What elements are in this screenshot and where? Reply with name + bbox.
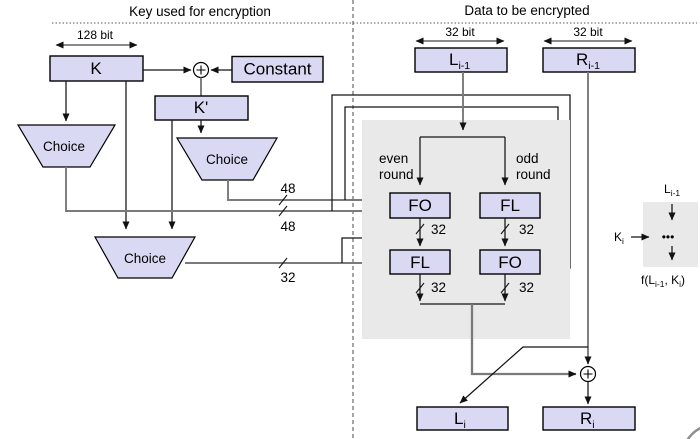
corner-decoration-arc	[686, 426, 700, 439]
round-function-region	[362, 120, 570, 339]
fl2-box	[389, 249, 451, 275]
measure-32bit-right-label: 32 bit	[573, 25, 603, 39]
measure-32bit-left-label: 32 bit	[445, 25, 475, 39]
fl2-label: FL	[410, 253, 430, 272]
fo1-box	[389, 192, 451, 219]
fo2-box	[479, 249, 541, 275]
wire-f-output-to-xor	[470, 304, 577, 378]
choice3-trapezoid	[93, 236, 197, 279]
odd-round-label-line2: round	[516, 167, 551, 182]
bus-width-tick-2	[278, 205, 288, 217]
even-round-label-line2: round	[379, 167, 414, 182]
xor-top-plus-icon	[196, 65, 206, 75]
r-out-box	[542, 406, 636, 431]
constant-box	[231, 55, 324, 83]
width-label-fo1-out: 32	[431, 222, 446, 237]
mini-output-label: f(Li-1, Ki)	[641, 273, 685, 289]
bus-width-tick-3	[278, 257, 288, 269]
choice3-label: Choice	[124, 251, 166, 266]
choice1-label: Choice	[43, 139, 85, 154]
bus3-width-label: 32	[280, 270, 295, 285]
r-out-label: Ri	[580, 409, 595, 431]
l-out-box	[416, 406, 509, 431]
key-k-label: K	[90, 59, 102, 78]
bus-choice1-48bit	[65, 167, 386, 215]
xor-bottom-plus-icon	[583, 369, 593, 379]
bus-width-tick-1	[278, 194, 288, 206]
key-k-box	[49, 55, 144, 82]
width-tick-fo2-out	[500, 282, 510, 294]
odd-round-label-line1: odd	[516, 151, 539, 166]
bus2-width-label: 48	[280, 219, 295, 234]
fl1-label: FL	[500, 196, 520, 215]
fo2-label: FO	[498, 253, 522, 272]
r-prev-box	[542, 47, 636, 73]
l-prev-label: Li-1	[449, 50, 470, 72]
measure-128bit-label: 128 bit	[77, 28, 114, 42]
bus-choice2-48bit	[227, 180, 386, 204]
choice2-label: Choice	[206, 152, 248, 167]
width-tick-fl1-out	[500, 223, 510, 235]
constant-label: Constant	[243, 60, 311, 79]
fl1-box	[479, 192, 541, 219]
width-tick-fo1-out	[415, 223, 425, 235]
width-label-fo2-out: 32	[519, 280, 534, 295]
section-title-key: Key used for encryption	[129, 4, 271, 19]
bus1-width-label: 48	[280, 181, 295, 196]
choice1-trapezoid	[16, 124, 117, 168]
mini-key-label: Ki	[614, 230, 624, 246]
r-prev-label: Ri-1	[576, 50, 600, 72]
width-label-fl1-out: 32	[519, 222, 534, 237]
section-title-data: Data to be encrypted	[464, 3, 589, 18]
fo1-label: FO	[408, 196, 432, 215]
width-tick-fl2-out	[415, 282, 425, 294]
mini-dots: •••	[662, 230, 675, 244]
l-prev-box	[414, 47, 508, 73]
even-round-label-line1: even	[379, 151, 408, 166]
wire-branch-to-lout	[459, 346, 588, 404]
kprime-label: K'	[194, 98, 209, 117]
l-out-label: Li	[454, 409, 466, 431]
choice2-trapezoid	[175, 137, 279, 181]
width-label-fl2-out: 32	[431, 280, 446, 295]
mini-input-label: Li-1	[664, 182, 680, 198]
